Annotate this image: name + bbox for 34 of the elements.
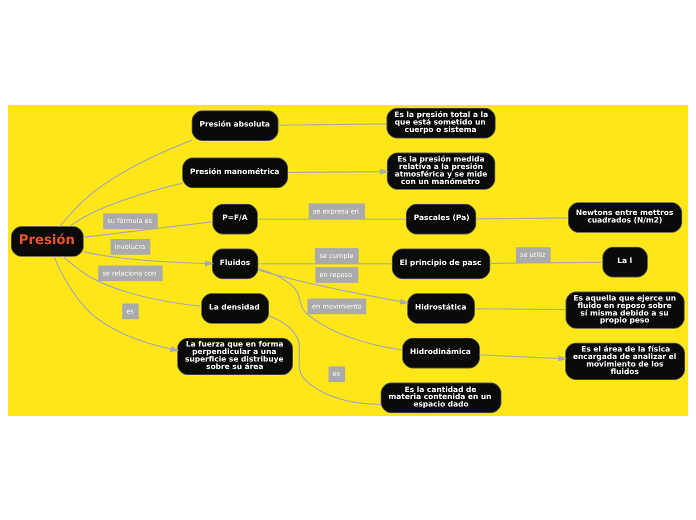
connector (68, 182, 182, 227)
connector (62, 256, 202, 306)
connector (490, 261, 603, 264)
node-box: Fluidos (212, 248, 258, 279)
node-box: Presión absoluta (192, 110, 279, 140)
node-box: Hidrodinámica (402, 337, 480, 368)
node-box: Pascales (Pa) (406, 203, 476, 234)
node-box: Es aquella que ejerce un fluido en reposo sobre sí misma debido a su propio peso (566, 291, 685, 328)
connector (258, 218, 406, 220)
connector (258, 262, 392, 264)
node-box: La densidad (201, 292, 269, 324)
arrow (258, 269, 410, 304)
node-box: Es el área de la física encargada de analizar el movimiento de los fluidos (565, 342, 686, 380)
node-box: La fuerza que en forma perpendicular a una superficie se distribuye sobre su área (177, 337, 293, 375)
node-box: Es la presión total a la que está sometido un cuerpo o sistema (386, 107, 496, 138)
connector (59, 139, 192, 226)
node-box: Es la cantidad de materia contenida en un espacio dado (380, 382, 502, 413)
arrow (288, 168, 389, 174)
node-box: Es la presión medida relativa a la presión atmosférica y se mide con un manómetro (386, 152, 496, 190)
node-box: Newtons entre mettros cuadrados (N/m2) (568, 202, 682, 232)
node-box: Hidrostática (407, 292, 475, 324)
connector (278, 122, 387, 126)
arrow (83, 250, 214, 266)
connector (474, 308, 566, 310)
connector (268, 314, 381, 405)
node-box: P=F/A (212, 203, 258, 234)
node-box: La l (602, 246, 648, 277)
connector (476, 216, 568, 219)
connector (83, 220, 213, 238)
arrow (480, 354, 568, 362)
arrow (53, 256, 180, 352)
node-box: Presión (10, 226, 84, 256)
node-box: Presión manométrica (182, 157, 288, 188)
node-box: El principio de pasc (392, 248, 490, 279)
